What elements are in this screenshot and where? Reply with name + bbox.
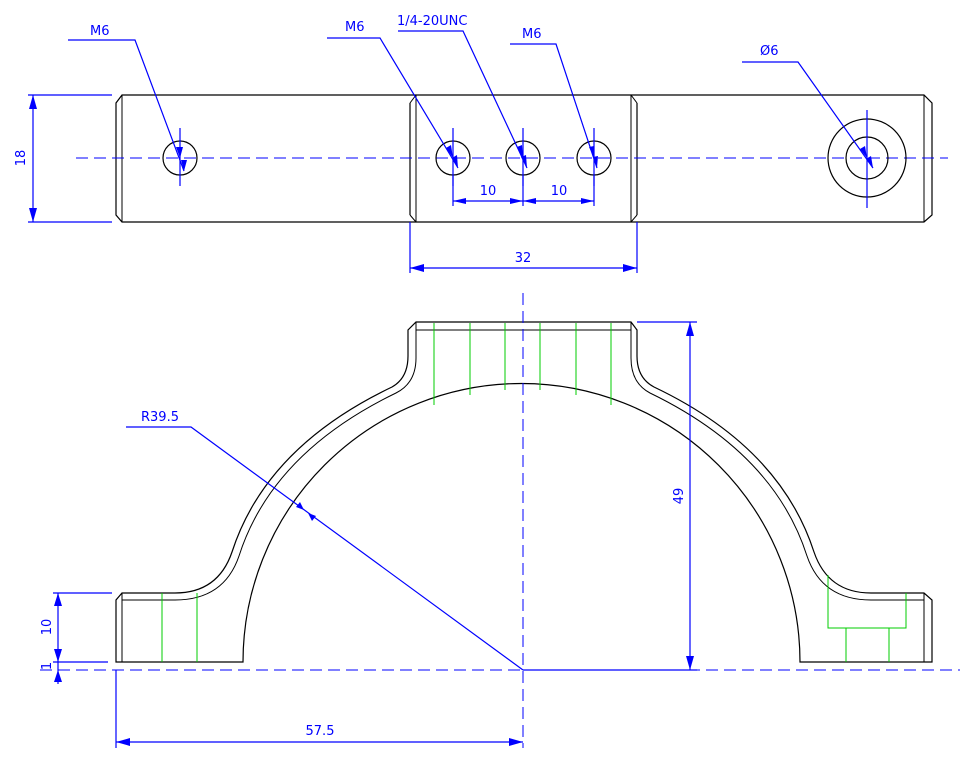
- leader-radius: [126, 426, 524, 671]
- dim-spacing-right: 10: [551, 184, 568, 199]
- leader-mid-left-hole: [327, 37, 459, 169]
- callout-mid-left-hole: M6: [345, 20, 365, 35]
- callout-center-hole: 1/4-20UNC: [397, 14, 467, 29]
- callout-mid-right-hole: M6: [522, 27, 542, 42]
- dim-front-height: 49: [672, 488, 687, 505]
- leader-left-hole: [68, 39, 185, 172]
- leader-mid-right-hole: [510, 43, 598, 169]
- dim-offset: 1: [40, 662, 55, 670]
- leader-counterbore: [742, 61, 874, 169]
- callout-counterbore: Ø6: [760, 44, 779, 59]
- hidden-thread-lines: [161, 323, 907, 662]
- dim-block-width: 32: [515, 251, 532, 266]
- front-view: R39.5 49 10 1 57.5: [40, 293, 960, 748]
- dim-spacing-left: 10: [480, 184, 497, 199]
- leader-center-hole: [398, 30, 528, 169]
- top-view: M6 M6 1/4-20UNC M6 Ø6 18: [14, 14, 948, 273]
- dim-top-height: 18: [14, 150, 29, 167]
- callout-left-hole: M6: [90, 24, 110, 39]
- front-view-outline: [115, 321, 933, 663]
- dim-half-length: 57.5: [306, 724, 335, 739]
- dim-foot-height: 10: [40, 619, 55, 636]
- dim-radius: R39.5: [141, 410, 179, 425]
- front-view-inner-offset: [122, 330, 417, 601]
